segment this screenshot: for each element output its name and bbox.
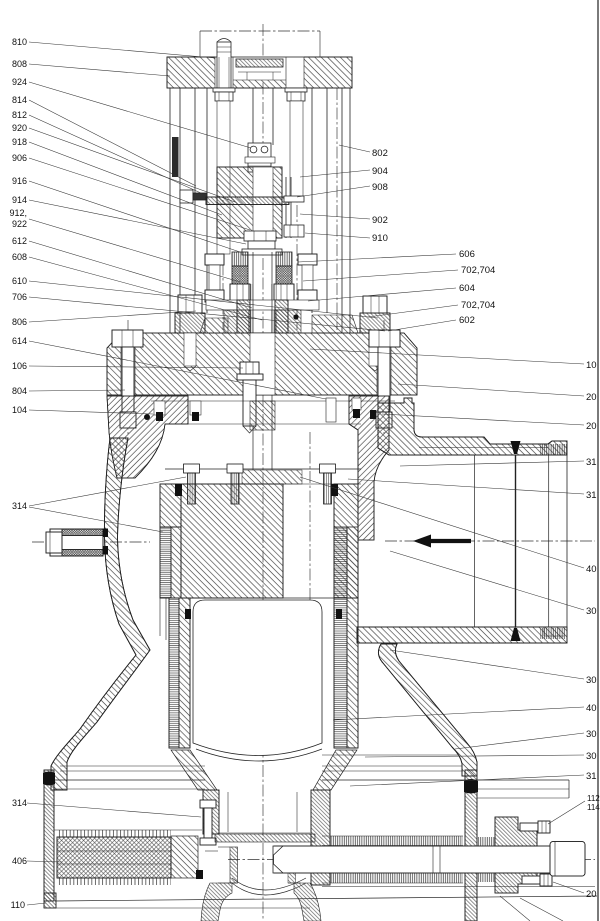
- svg-text:20: 20: [586, 392, 597, 403]
- svg-text:110: 110: [11, 900, 25, 910]
- svg-text:916: 916: [12, 176, 27, 186]
- svg-text:702,704: 702,704: [461, 265, 495, 276]
- svg-text:706: 706: [12, 292, 27, 302]
- svg-text:808: 808: [12, 59, 27, 69]
- svg-text:104: 104: [12, 405, 27, 415]
- svg-text:604: 604: [459, 283, 475, 294]
- svg-text:112: 112: [587, 794, 600, 803]
- svg-text:906: 906: [12, 153, 27, 163]
- svg-text:910: 910: [372, 233, 388, 244]
- svg-text:702,704: 702,704: [461, 300, 495, 311]
- svg-text:912,: 912,: [9, 208, 27, 218]
- svg-text:924: 924: [12, 77, 27, 87]
- svg-text:920: 920: [12, 123, 27, 133]
- svg-text:802: 802: [372, 148, 388, 159]
- svg-text:814: 814: [12, 95, 27, 105]
- svg-text:810: 810: [12, 37, 27, 47]
- svg-text:30: 30: [586, 675, 597, 686]
- svg-text:804: 804: [12, 386, 27, 396]
- svg-text:31: 31: [586, 490, 597, 501]
- svg-text:114: 114: [587, 803, 600, 812]
- svg-text:314: 314: [12, 798, 27, 808]
- svg-text:902: 902: [372, 215, 388, 226]
- svg-text:908: 908: [372, 182, 388, 193]
- svg-text:406: 406: [12, 856, 27, 866]
- svg-text:30: 30: [586, 606, 597, 617]
- svg-text:40: 40: [586, 703, 597, 714]
- svg-text:918: 918: [12, 137, 27, 147]
- svg-text:20: 20: [586, 889, 597, 900]
- svg-text:614: 614: [12, 336, 27, 346]
- svg-text:904: 904: [372, 166, 388, 177]
- svg-text:612: 612: [12, 236, 27, 246]
- svg-text:608: 608: [12, 252, 27, 262]
- svg-text:914: 914: [12, 195, 27, 205]
- svg-text:31: 31: [586, 771, 597, 782]
- svg-text:106: 106: [12, 361, 27, 371]
- svg-text:812: 812: [12, 110, 27, 120]
- svg-text:806: 806: [12, 317, 27, 327]
- svg-text:30: 30: [586, 751, 597, 762]
- svg-text:606: 606: [459, 249, 475, 260]
- svg-text:31: 31: [586, 457, 597, 468]
- svg-text:314: 314: [12, 501, 27, 511]
- svg-text:922: 922: [12, 219, 27, 229]
- svg-text:20: 20: [586, 421, 597, 432]
- svg-text:30: 30: [586, 729, 597, 740]
- svg-text:40: 40: [586, 564, 597, 575]
- svg-text:10: 10: [586, 360, 597, 371]
- svg-text:610: 610: [12, 276, 27, 286]
- svg-text:602: 602: [459, 315, 475, 326]
